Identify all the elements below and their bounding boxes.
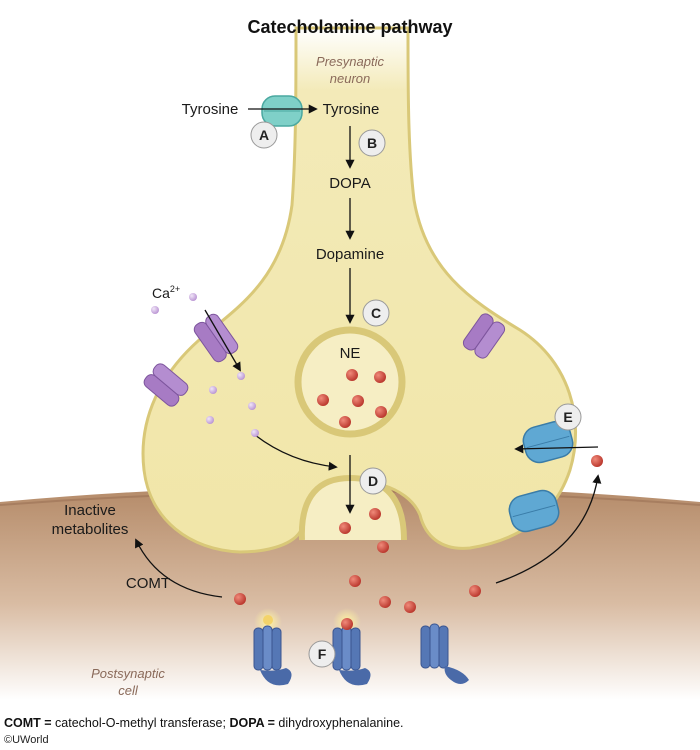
copyright: ©UWorld <box>4 734 49 746</box>
svg-text:A: A <box>259 127 269 143</box>
svg-text:F: F <box>318 646 327 662</box>
ne-molecules-vesicle <box>317 369 387 428</box>
dopa-label: DOPA <box>329 175 370 192</box>
presynaptic-label-line1: Presynaptic <box>316 54 384 69</box>
calcium-trigger-arrow <box>254 434 338 471</box>
footnote: COMT = catechol-O-methyl transferase; DO… <box>4 716 404 730</box>
inactive-metabolites-line1: Inactive <box>64 502 116 519</box>
presynaptic-neuron <box>141 26 577 554</box>
calcium-label: Ca2+ <box>152 284 180 301</box>
cleft-to-reuptake-arrow <box>495 474 602 584</box>
footnote-comt-abbr: COMT = <box>4 716 52 730</box>
footnote-comt-def: catechol-O-methyl transferase; <box>51 716 230 730</box>
step-d-badge: D <box>359 467 387 495</box>
step-f-badge: F <box>308 640 336 668</box>
postsynaptic-label-line2: cell <box>118 683 139 698</box>
footnote-dopa-def: dihydroxyphenalanine. <box>274 716 404 730</box>
presynaptic-label-line2: neuron <box>330 71 370 86</box>
inactive-metabolites-line2: metabolites <box>52 521 129 538</box>
dopamine-label: Dopamine <box>316 246 384 263</box>
page-title: Catecholamine pathway <box>247 17 452 37</box>
ne-vesicle <box>294 326 406 438</box>
ne-molecules-fusing <box>339 508 389 553</box>
svg-text:D: D <box>368 473 378 489</box>
calcium-channel-icon <box>143 313 506 407</box>
step-e-badge: E <box>554 403 582 431</box>
step-b-badge: B <box>358 129 386 157</box>
svg-text:E: E <box>563 409 572 425</box>
ne-molecules-cleft <box>234 455 603 613</box>
svg-text:C: C <box>371 305 381 321</box>
footnote-dopa-abbr: DOPA = <box>229 716 275 730</box>
calcium-ions <box>151 293 259 437</box>
step-a-badge: A <box>250 121 278 149</box>
calcium-influx-arrow <box>204 309 241 372</box>
ne-label: NE <box>340 345 361 362</box>
comt-label: COMT <box>126 575 170 592</box>
reuptake-arrow <box>514 444 599 454</box>
tyrosine-transporter-icon <box>261 95 303 127</box>
reuptake-transporter-icon <box>508 420 574 533</box>
step-c-badge: C <box>362 299 390 327</box>
postsynaptic-label-line1: Postsynaptic <box>91 666 165 681</box>
svg-text:B: B <box>367 135 377 151</box>
tyrosine-inside-label: Tyrosine <box>323 101 380 118</box>
postsynaptic-receptor-icon <box>253 608 469 686</box>
tyrosine-outside-label: Tyrosine <box>182 101 239 118</box>
comt-degradation-arrow <box>135 538 223 598</box>
